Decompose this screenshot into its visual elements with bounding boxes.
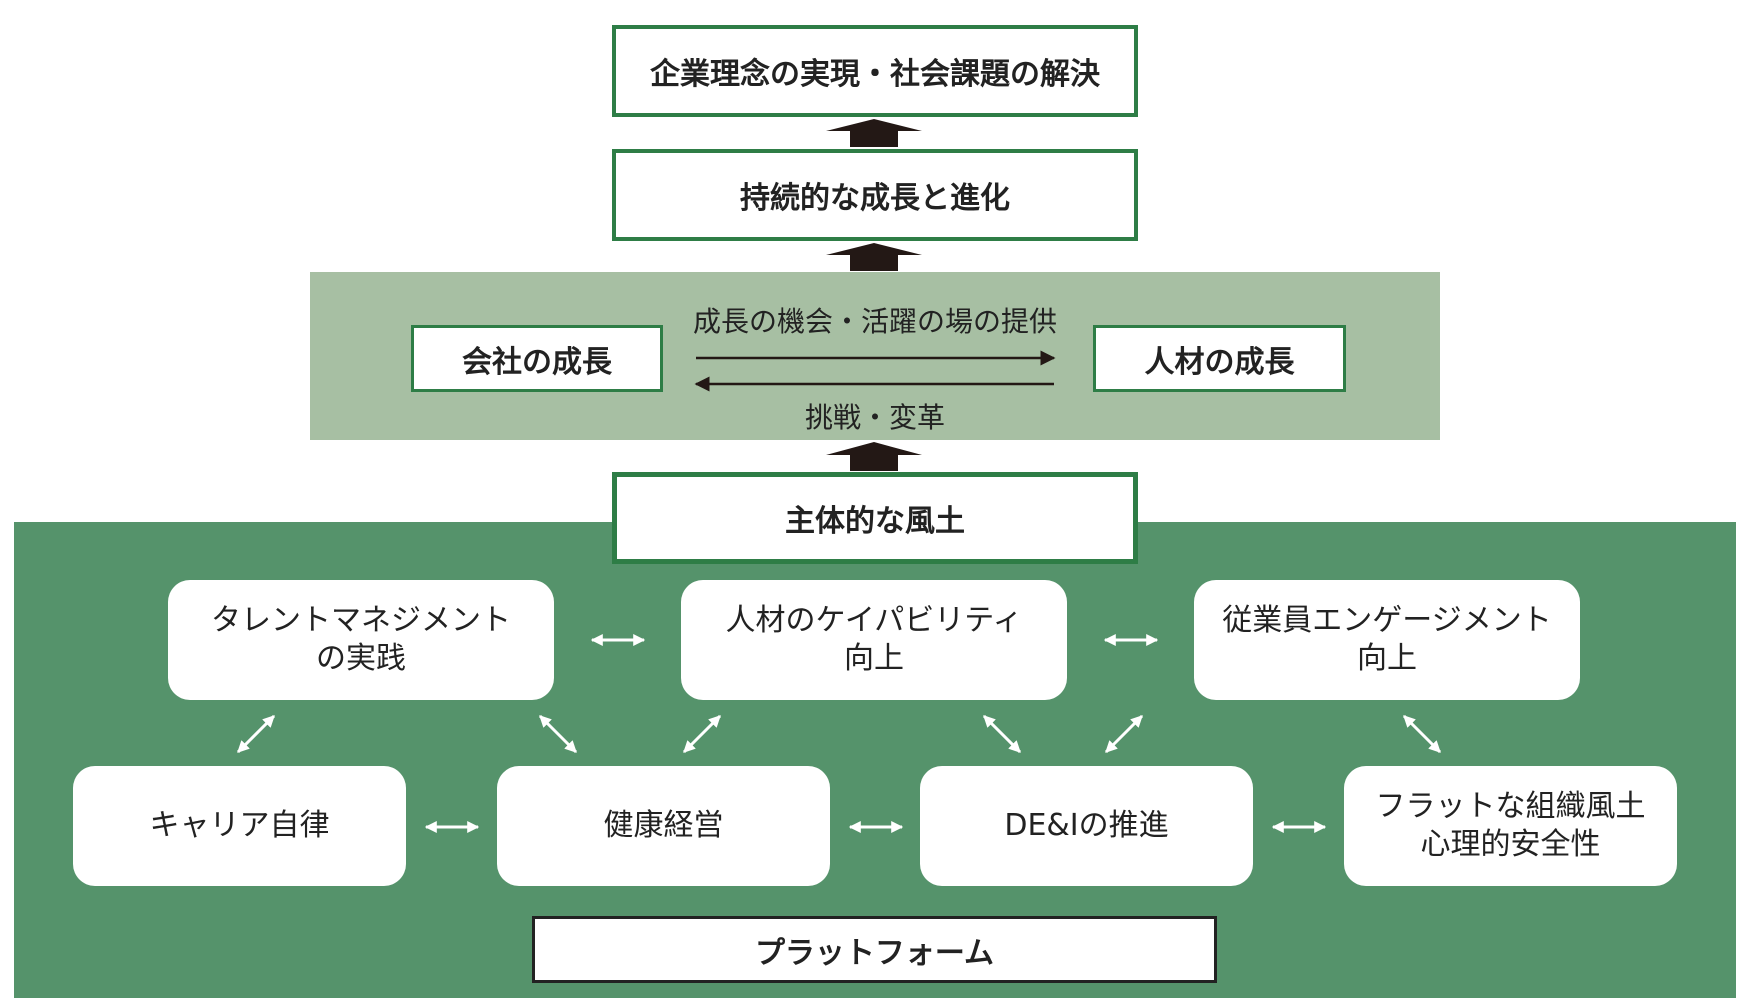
proactive-culture-box: 主体的な風土 — [612, 472, 1138, 564]
company-growth-label: 会社の成長 — [462, 344, 612, 380]
diagonal-arrow-icon — [236, 714, 276, 754]
platform-box: プラットフォーム — [532, 916, 1217, 983]
talent-management-line1: タレントマネジメント — [211, 603, 511, 638]
flat-culture-line1: フラットな組織風土 — [1375, 789, 1646, 824]
diagonal-arrow-icon — [538, 714, 578, 754]
career-autonomy-label: キャリア自律 — [149, 808, 330, 843]
engagement-line1: 従業員エンゲージメント — [1222, 603, 1552, 638]
engagement-box: 従業員エンゲージメント 向上 — [1194, 580, 1580, 700]
flat-culture-box: フラットな組織風土 心理的安全性 — [1344, 766, 1677, 886]
capability-line2: 向上 — [844, 641, 904, 676]
proactive-culture-label: 主体的な風土 — [785, 504, 965, 539]
dei-box: DE&Iの推進 — [920, 766, 1253, 886]
up-arrow-icon — [826, 442, 922, 471]
opportunity-label: 成長の機会・活躍の場の提供 — [692, 305, 1057, 338]
flat-culture-line2: 心理的安全性 — [1420, 827, 1601, 862]
capability-box: 人材のケイパビリティ 向上 — [681, 580, 1067, 700]
corporate-philosophy-label: 企業理念の実現・社会課題の解決 — [650, 57, 1100, 92]
career-autonomy-box: キャリア自律 — [73, 766, 406, 886]
up-arrow-icon — [826, 119, 922, 147]
engagement-line2: 向上 — [1357, 641, 1417, 676]
health-management-label: 健康経営 — [603, 808, 724, 843]
company-growth-box: 会社の成長 — [411, 325, 663, 392]
diagonal-arrow-icon — [1402, 714, 1442, 754]
diagonal-arrow-icon — [682, 714, 722, 754]
corporate-philosophy-box: 企業理念の実現・社会課題の解決 — [612, 25, 1138, 117]
dei-label: DE&Iの推進 — [1004, 808, 1169, 843]
talent-management-box: タレントマネジメント の実践 — [168, 580, 554, 700]
challenge-label: 挑戦・変革 — [804, 401, 945, 434]
health-management-box: 健康経営 — [497, 766, 830, 886]
people-growth-label: 人材の成長 — [1144, 344, 1295, 380]
sustainable-growth-label: 持続的な成長と進化 — [740, 181, 1010, 216]
sustainable-growth-box: 持続的な成長と進化 — [612, 149, 1138, 241]
capability-line1: 人材のケイパビリティ — [725, 603, 1023, 638]
talent-management-line2: の実践 — [316, 641, 406, 676]
up-arrow-icon — [826, 243, 922, 271]
platform-label: プラットフォーム — [754, 935, 995, 971]
people-growth-box: 人材の成長 — [1093, 325, 1346, 392]
diagonal-arrow-icon — [982, 714, 1022, 754]
diagonal-arrow-icon — [1104, 714, 1144, 754]
